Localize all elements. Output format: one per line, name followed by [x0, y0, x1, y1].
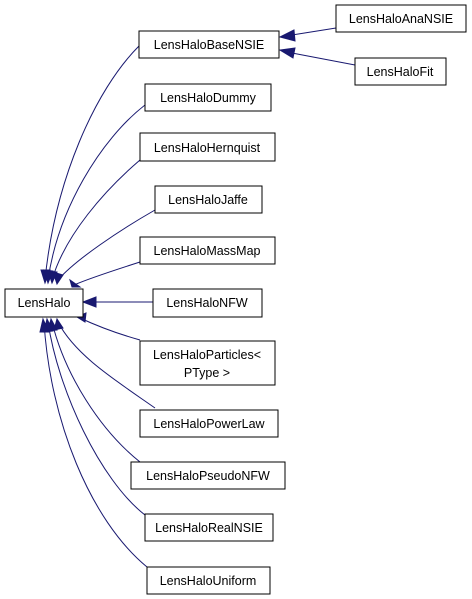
node-lenshalo-massmap[interactable]: LensHaloMassMap [139, 236, 276, 265]
node-lenshalo-pseudonfw[interactable]: LensHaloPseudoNFW [130, 461, 286, 490]
edges [43, 27, 356, 568]
node-lenshalo-powerlaw[interactable]: LensHaloPowerLaw [139, 409, 279, 438]
node-lenshalo-ana-nsie[interactable]: LensHaloAnaNSIE [335, 4, 467, 33]
edge-powerlaw [57, 321, 156, 409]
node-lenshalo-nfw[interactable]: LensHaloNFW [152, 288, 263, 318]
edge-massmap [73, 261, 141, 286]
edge-realnsie [47, 321, 146, 516]
node-label-line1: LensHaloParticles< [153, 348, 261, 362]
node-lenshalo-fit[interactable]: LensHaloFit [354, 57, 447, 86]
edge-base-nsie [44, 45, 140, 281]
node-lenshalo-uniform[interactable]: LensHaloUniform [146, 566, 271, 595]
node-label: LensHaloDummy [160, 91, 257, 105]
node-label: LensHaloJaffe [168, 193, 248, 207]
node-label: LensHaloRealNSIE [155, 521, 263, 535]
edge-hernquist [51, 159, 141, 281]
node-label: LensHaloBaseNSIE [154, 38, 264, 52]
node-lenshalo-base-nsie[interactable]: LensHaloBaseNSIE [138, 30, 280, 59]
arrowhead-powerlaw [53, 317, 64, 331]
edge-jaffe [57, 209, 156, 281]
arrowheads [39, 29, 296, 333]
node-label: LensHaloHernquist [154, 141, 261, 155]
arrowhead-fit [278, 47, 296, 59]
arrowhead-nfw [81, 296, 97, 308]
arrowhead-ana-nsie [278, 29, 296, 42]
node-lenshalo-particles[interactable]: LensHaloParticles< PType > [139, 340, 276, 386]
edge-particles [79, 317, 141, 341]
node-lenshalo-jaffe[interactable]: LensHaloJaffe [154, 185, 263, 214]
node-lenshalo-realnsie[interactable]: LensHaloRealNSIE [144, 513, 274, 542]
edge-pseudonfw [51, 321, 141, 463]
node-label: LensHaloMassMap [154, 244, 261, 258]
node-lenshalo-hernquist[interactable]: LensHaloHernquist [139, 132, 276, 162]
node-label-line2: PType > [184, 366, 230, 380]
node-lenshalo[interactable]: LensHalo [4, 288, 84, 318]
node-label: LensHaloNFW [166, 296, 247, 310]
edge-ana-nsie [291, 27, 337, 36]
edge-fit [291, 52, 356, 66]
arrowhead-uniform [39, 317, 50, 333]
node-lenshalo-dummy[interactable]: LensHaloDummy [144, 83, 272, 112]
node-label: LensHaloPowerLaw [153, 417, 265, 431]
node-label: LensHaloFit [367, 65, 434, 79]
arrowhead-jaffe [52, 271, 64, 286]
edge-uniform [43, 321, 148, 568]
node-label: LensHaloUniform [160, 574, 257, 588]
edge-dummy [47, 104, 146, 281]
node-label: LensHaloPseudoNFW [146, 469, 270, 483]
node-label: LensHalo [18, 296, 71, 310]
arrowhead-massmap [69, 278, 82, 288]
node-label: LensHaloAnaNSIE [349, 12, 453, 26]
